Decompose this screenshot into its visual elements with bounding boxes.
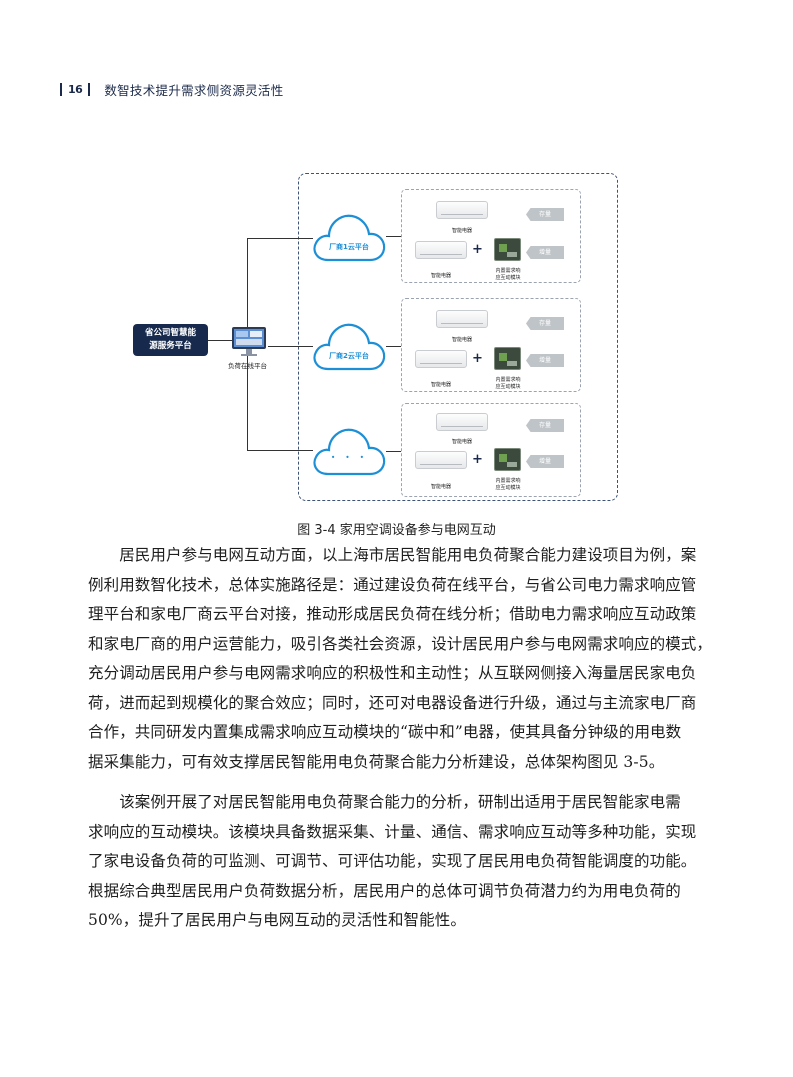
- module-label-line-1: 内置需求响: [495, 377, 521, 383]
- air-conditioner-icon: [415, 451, 467, 469]
- provincial-platform: 省公司智慧能 源服务平台: [133, 324, 208, 356]
- stock-tag: 存量: [526, 208, 564, 221]
- module-label-line-2: 应互动模块: [495, 384, 521, 390]
- connector-cloud2: [268, 346, 313, 347]
- cloud-icon: [313, 214, 386, 262]
- text-line: 求响应的互动模块。该模块具备数据采集、计量、通信、需求响应互动等多种功能，实现: [88, 822, 697, 841]
- module-label-line-2: 应互动模块: [495, 485, 521, 491]
- smart-appliance-label: 智能电器: [430, 484, 451, 490]
- smart-appliance-label: 智能电器: [430, 273, 451, 279]
- connector-platform-monitor: [208, 340, 232, 341]
- text-line: 和家电厂商的用户运营能力，吸引各类社会资源，设计居民用户参与电网需求响应的模式，: [88, 634, 713, 653]
- cloud-platform-3: · · ·: [310, 422, 388, 480]
- increment-tag: 增量: [526, 246, 564, 259]
- increment-tag: 增量: [526, 455, 564, 468]
- stock-tag: 存量: [526, 317, 564, 330]
- connector-group1: [386, 236, 401, 237]
- cloud-label: 厂商2云平台: [329, 352, 369, 360]
- text-line: 50%，提升了居民用户与电网互动的灵活性和智能性。: [88, 911, 466, 929]
- platform-line-1: 省公司智慧能: [144, 328, 196, 338]
- smart-appliance-label: 智能电器: [451, 439, 472, 445]
- module-label: 内置需求响 应互动模块: [484, 377, 532, 391]
- text-line: 据采集能力，可有效支撑居民智能用电负荷聚合能力分析建设，总体架构图见 3-5。: [88, 752, 665, 771]
- text-line: 了家电设备负荷的可监测、可调节、可评估功能，实现了居民用电负荷智能调度的功能。: [88, 852, 697, 870]
- module-label-line-2: 应互动模块: [495, 275, 521, 281]
- paragraph-2: 该案例开展了对居民智能用电负荷聚合能力的分析，研制出适用于居民智能家电需 求响应…: [88, 788, 697, 936]
- connector-cloud1: [247, 238, 313, 239]
- text-line: 该案例开展了对居民智能用电负荷聚合能力的分析，研制出适用于居民智能家电需: [88, 793, 681, 811]
- module-label: 内置需求响 应互动模块: [484, 268, 532, 282]
- cloud-platform-1: 厂商1云平台: [310, 208, 388, 266]
- text-line: 例利用数智化技术，总体实施路径是：通过建设负荷在线平台，与省公司电力需求响应管: [88, 575, 697, 594]
- appliance-group-1: [401, 189, 581, 283]
- cloud-platform-2: 厂商2云平台: [310, 317, 388, 375]
- smart-appliance-label: 智能电器: [451, 228, 472, 234]
- plus-sign: +: [472, 452, 483, 467]
- appliance-group-2: [401, 298, 581, 392]
- connector-group2: [386, 346, 401, 347]
- air-conditioner-icon: [415, 241, 467, 259]
- text-line: 充分调动居民用户参与电网需求响应的积极性和主动性；从互联网侧接入海量居民家电负: [88, 664, 697, 682]
- cloud-label: 厂商1云平台: [329, 243, 369, 251]
- module-label-line-1: 内置需求响: [495, 478, 521, 484]
- header-bar-left: [60, 82, 62, 96]
- air-conditioner-icon: [415, 350, 467, 368]
- appliance-group-3: [401, 403, 581, 497]
- air-conditioner-icon: [436, 310, 488, 328]
- monitor-label: 负荷在线平台: [228, 362, 267, 370]
- figure-caption: 图 3-4 家用空调设备参与电网互动: [297, 523, 496, 538]
- smart-appliance-label: 智能电器: [451, 337, 472, 343]
- connector-cloud3: [247, 450, 313, 451]
- text-line: 居民用户参与电网互动方面，以上海市居民智能用电负荷聚合能力建设项目为例，案: [88, 546, 697, 564]
- module-label-line-1: 内置需求响: [495, 268, 521, 274]
- connector-group3: [386, 451, 401, 452]
- response-module-icon: [494, 238, 521, 261]
- running-header: 16 数智技术提升需求侧资源灵活性: [60, 80, 284, 98]
- architecture-diagram: 省公司智慧能 源服务平台 负荷在线平台 厂商1云平台 厂商2云平台 · · · …: [0, 0, 793, 520]
- cloud-icon: [313, 323, 386, 371]
- text-line: 理平台和家电厂商云平台对接，推动形成居民负荷在线分析；借助电力需求响应互动政策: [88, 605, 697, 623]
- monitor-icon: [232, 327, 266, 356]
- platform-line-2: 源服务平台: [149, 341, 192, 351]
- cloud-platforms-frame: [298, 173, 618, 501]
- paragraph-1: 居民用户参与电网互动方面，以上海市居民智能用电负荷聚合能力建设项目为例，案 例利…: [88, 541, 713, 777]
- text-line: 荷，进而起到规模化的聚合效应；同时，还可对电器设备进行升级，通过与主流家电厂商: [88, 693, 697, 712]
- header-bar-right: [88, 82, 91, 96]
- air-conditioner-icon: [436, 413, 488, 431]
- plus-sign: +: [472, 242, 483, 257]
- page-number: 16: [68, 82, 83, 96]
- plus-sign: +: [472, 351, 483, 366]
- cloud-icon: [313, 428, 386, 476]
- response-module-icon: [494, 347, 521, 370]
- stock-tag: 存量: [526, 419, 564, 432]
- module-label: 内置需求响 应互动模块: [484, 478, 532, 492]
- running-title: 数智技术提升需求侧资源灵活性: [104, 82, 284, 98]
- cloud-ellipsis: · · ·: [331, 450, 367, 464]
- increment-tag: 增量: [526, 354, 564, 367]
- response-module-icon: [494, 448, 521, 471]
- text-line: 根据综合典型居民用户负荷数据分析，居民用户的总体可调节负荷潜力约为用电负荷的: [88, 881, 681, 900]
- air-conditioner-icon: [436, 201, 488, 219]
- text-line: 合作，共同研发内置集成需求响应互动模块的“碳中和”电器，使其具备分钟级的用电数: [88, 723, 682, 741]
- smart-appliance-label: 智能电器: [430, 382, 451, 388]
